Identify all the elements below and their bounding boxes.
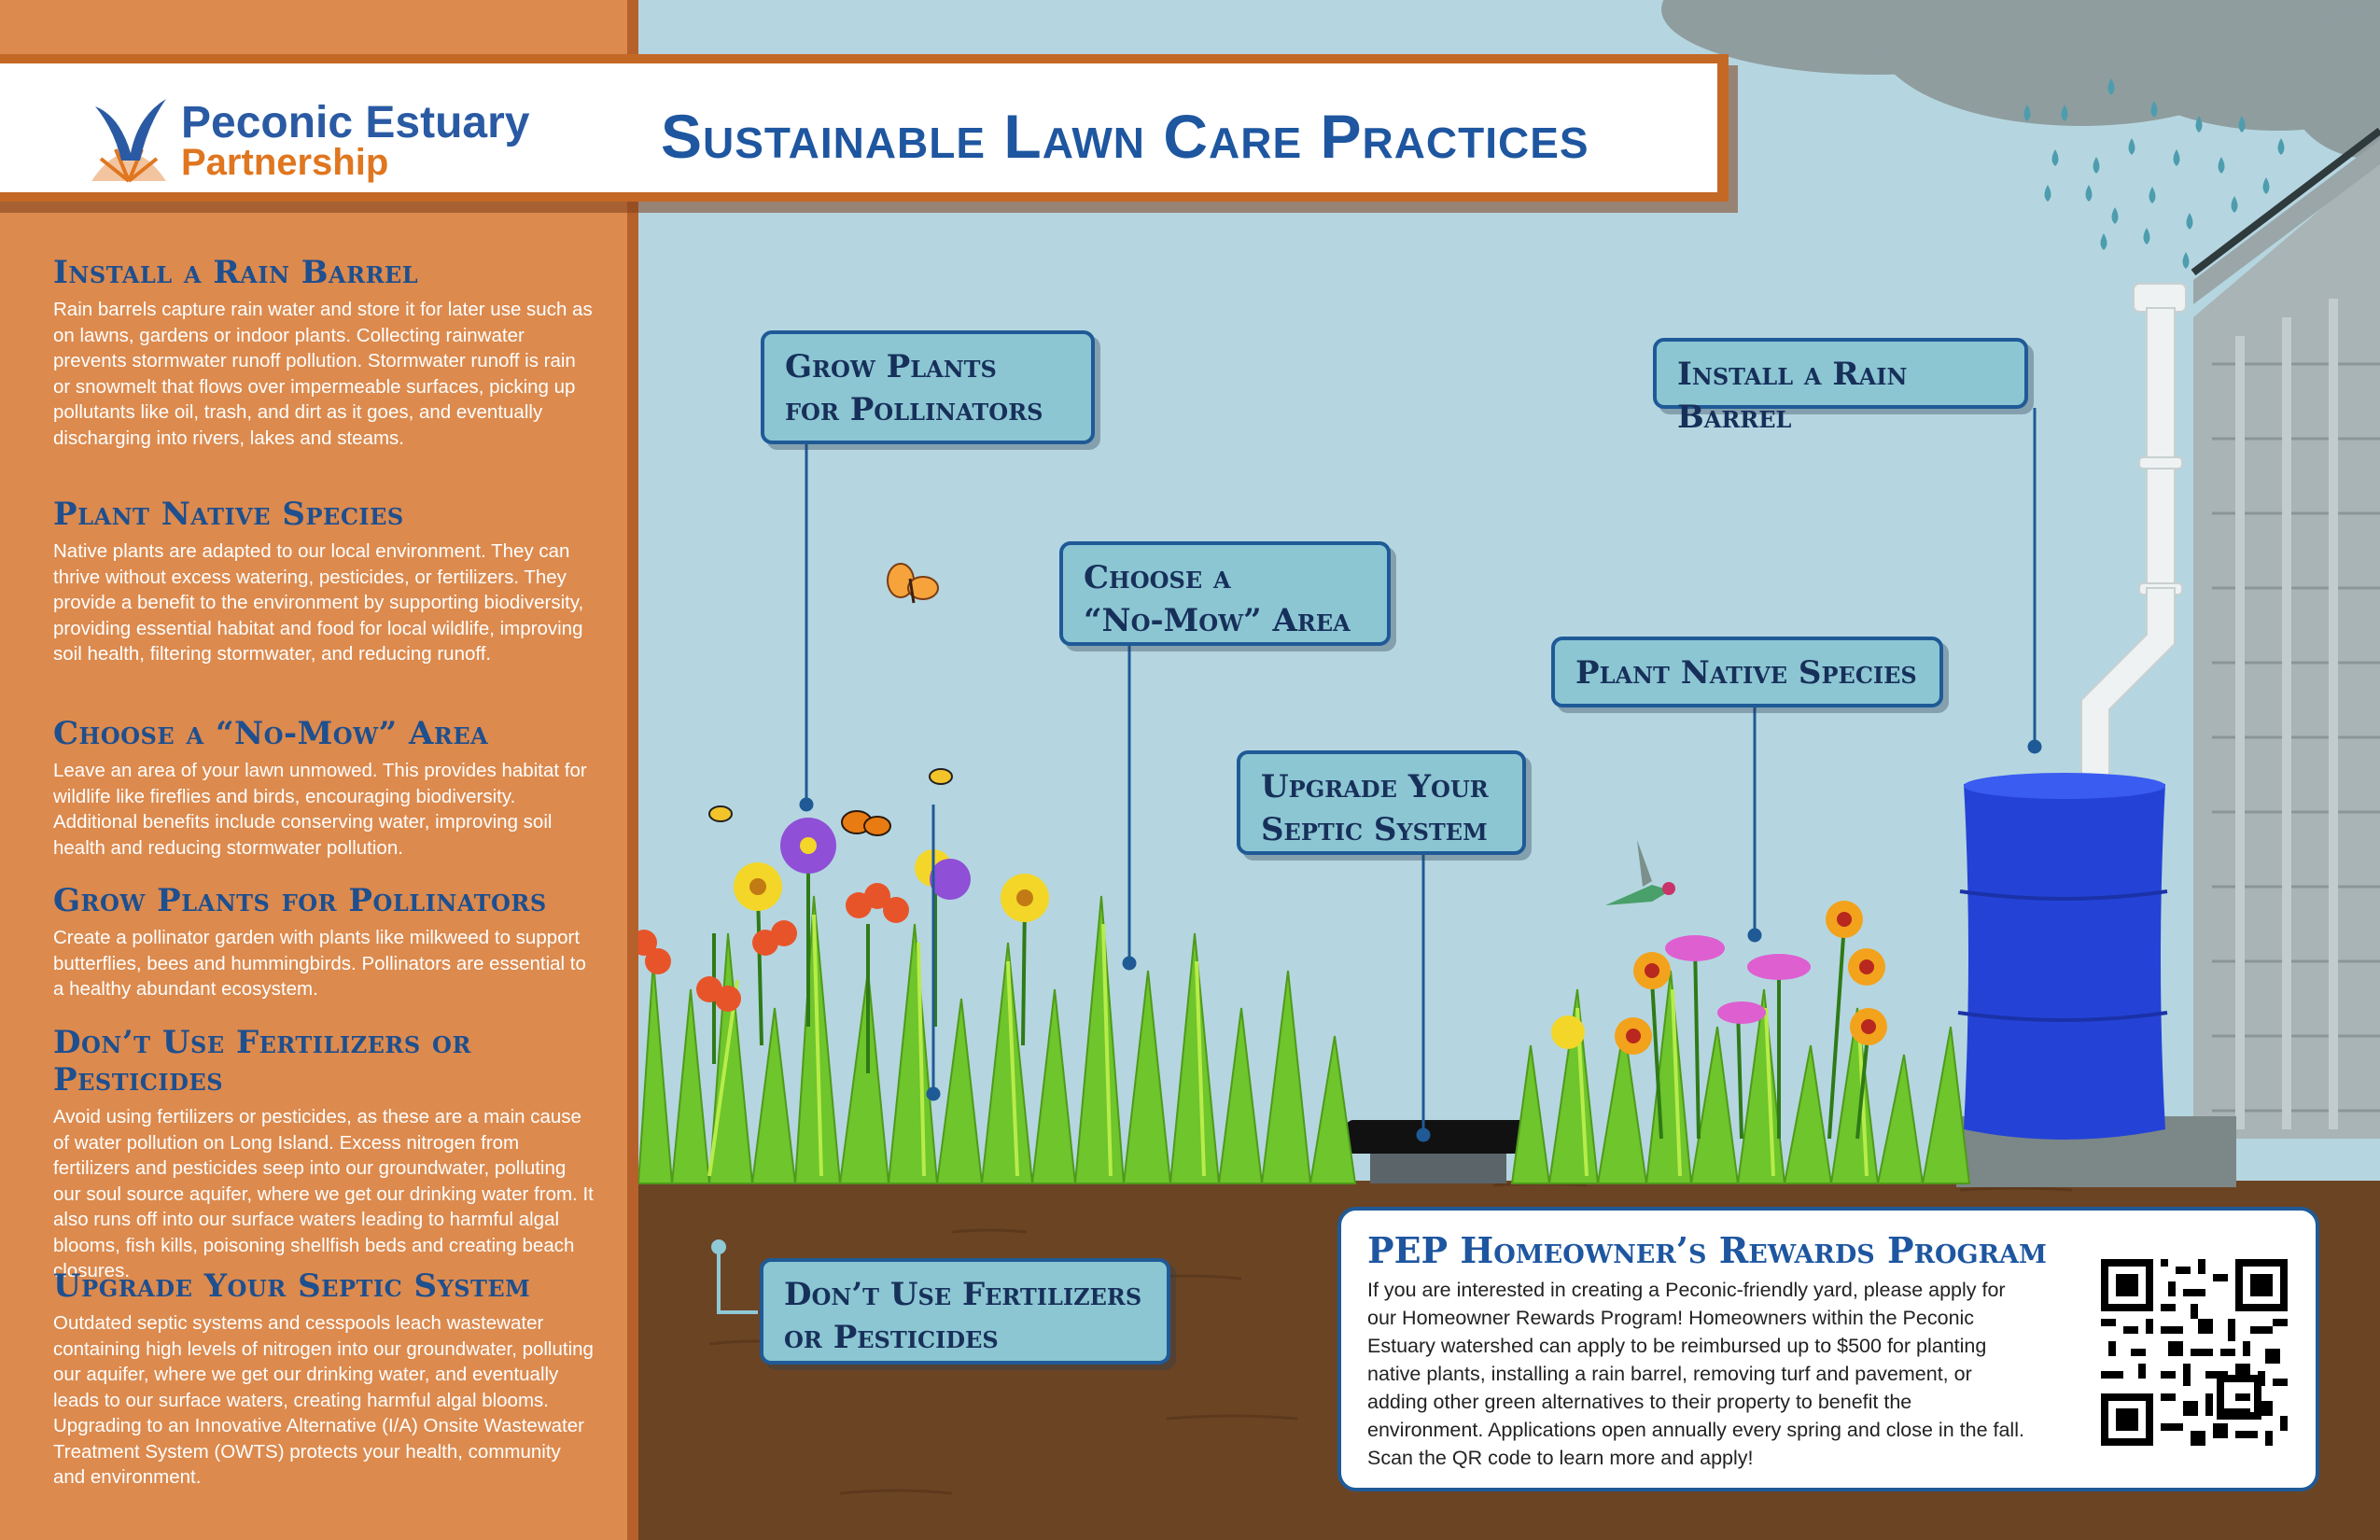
callout-line: for Pollinators <box>785 391 1043 428</box>
pollinator-flowers-icon <box>638 818 1049 1073</box>
pep-logo: Peconic Estuary Partnership <box>82 88 567 190</box>
callout-line: Upgrade Your <box>1261 768 1489 805</box>
rain-barrel-icon <box>1956 773 2236 1187</box>
logo-name: Peconic Estuary <box>181 98 530 147</box>
header-inner: Peconic Estuary Partnership Sustainable … <box>0 63 1717 192</box>
callout-native-species: Plant Native Species <box>1551 637 1943 707</box>
section-heading: Choose a “No-Mow” Area <box>53 715 489 752</box>
section-body: Native plants are adapted to our local e… <box>53 540 584 665</box>
rewards-title: PEP Homeowner’s Rewards Program <box>1367 1229 2047 1271</box>
raindrops-icon <box>2023 78 2285 269</box>
house-siding <box>2191 127 2380 1139</box>
callout-fertilizers: Don’t Use Fertilizers or Pesticides <box>760 1258 1170 1365</box>
callout-line: “No-Mow” Area <box>1084 602 1351 639</box>
monarch-butterfly-icon <box>841 810 891 836</box>
bee-icon <box>708 768 953 822</box>
native-flowers-icon <box>1551 901 1887 1140</box>
section-body: Rain barrels capture rain water and stor… <box>53 299 593 449</box>
info-sidebar <box>0 0 627 1540</box>
section-pollinators: Grow Plants for Pollinators Create a pol… <box>53 882 595 1002</box>
section-rain-barrel: Install a Rain Barrel Rain barrels captu… <box>53 254 595 451</box>
section-no-mow: Choose a “No-Mow” Area Leave an area of … <box>53 715 595 861</box>
qr-code-icon[interactable] <box>2101 1259 2288 1446</box>
callout-rain-barrel: Install a Rain Barrel <box>1653 338 2028 436</box>
section-fertilizers: Don’t Use Fertilizers or Pesticides Avoi… <box>53 1024 595 1284</box>
page-title: Sustainable Lawn Care Practices <box>661 102 1589 171</box>
section-heading: Install a Rain Barrel <box>53 254 419 291</box>
section-body: Create a pollinator garden with plants l… <box>53 927 586 1000</box>
section-body: Avoid using fertilizers or pesticides, a… <box>53 1106 594 1281</box>
septic-lid-icon <box>1346 1120 1529 1183</box>
butterfly-icon <box>887 563 939 604</box>
osprey-logo-icon <box>91 99 166 183</box>
callout-no-mow: Choose a “No-Mow” Area <box>1059 541 1391 646</box>
callout-pollinators: Grow Plants for Pollinators <box>761 330 1095 444</box>
hummingbird-icon <box>1605 840 1675 905</box>
header-banner: Peconic Estuary Partnership Sustainable … <box>0 54 1729 202</box>
section-body: Leave an area of your lawn unmowed. This… <box>53 760 587 859</box>
section-heading: Grow Plants for Pollinators <box>53 882 547 919</box>
rewards-program-box: PEP Homeowner’s Rewards Program If you a… <box>1337 1207 2319 1491</box>
callout-line: Install a Rain Barrel <box>1677 356 1908 436</box>
section-heading: Don’t Use Fertilizers or Pesticides <box>53 1024 471 1099</box>
grass-highlights <box>707 914 1869 1177</box>
callout-line: Septic System <box>1261 811 1488 848</box>
downspout <box>2080 283 2187 794</box>
callout-line: Don’t Use Fertilizers <box>784 1276 1142 1313</box>
section-heading: Upgrade Your Septic System <box>53 1267 531 1305</box>
cloud-icon <box>1661 0 2380 159</box>
callout-line: Grow Plants <box>785 348 997 385</box>
grass-field <box>638 895 1971 1184</box>
rewards-body: If you are interested in creating a Peco… <box>1367 1279 2024 1469</box>
sidebar-divider <box>627 0 638 1540</box>
section-body: Outdated septic systems and cesspools le… <box>53 1312 594 1488</box>
callout-septic: Upgrade Your Septic System <box>1237 750 1526 855</box>
section-native-species: Plant Native Species Native plants are a… <box>53 496 595 667</box>
logo-subtitle: Partnership <box>181 142 389 183</box>
callout-line: or Pesticides <box>784 1319 999 1356</box>
pointer-fertilizers <box>717 1247 758 1314</box>
callout-line: Plant Native Species <box>1575 654 1917 692</box>
callout-line: Choose a <box>1084 559 1231 596</box>
section-heading: Plant Native Species <box>53 496 404 533</box>
section-septic: Upgrade Your Septic System Outdated sept… <box>53 1267 595 1491</box>
